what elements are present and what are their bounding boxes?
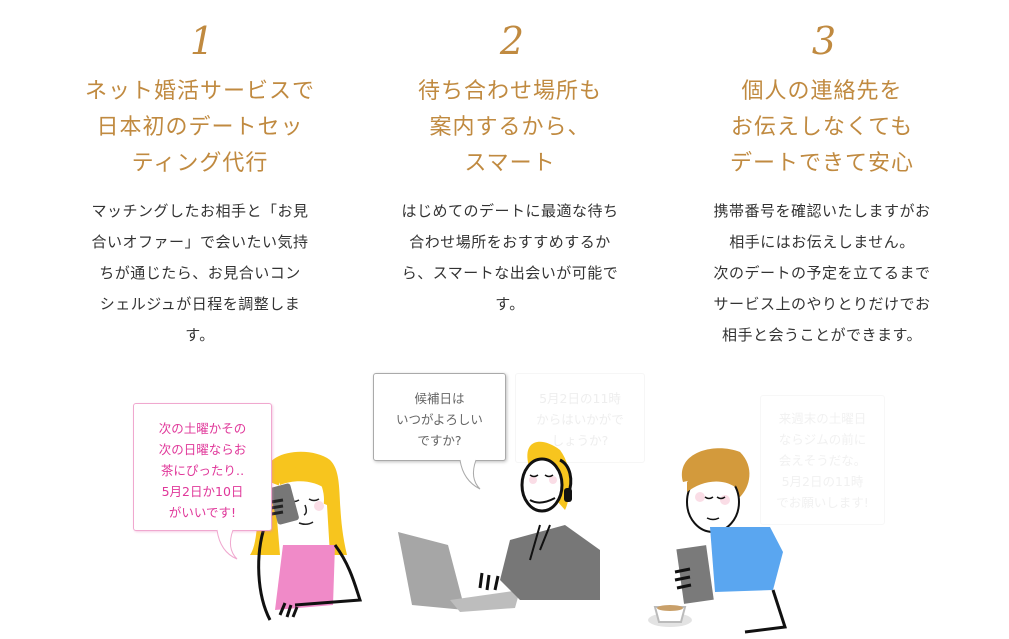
desc-line: ら、スマートな出会いが可能で [401, 264, 619, 282]
desc-line: す。 [185, 326, 215, 344]
bubble-line: からはいかがで [536, 412, 624, 427]
bubble-line: 5月2日の11時 [539, 391, 621, 406]
title-line: デートできて安心 [729, 151, 914, 176]
title-line: 案内するから、 [429, 115, 591, 140]
bubble-line: ならジムの前に [778, 432, 867, 447]
desc-line: 相手と会うことができます。 [721, 326, 922, 344]
desc-line: サービス上のやりとりだけでお [713, 295, 931, 313]
desc-line: 合わせ場所をおすすめするか [409, 233, 611, 251]
bubble-line: いつがよろしい [396, 412, 483, 427]
step-2: 2 待ち合わせ場所も 案内するから、 スマート はじめてのデートに最適な待ち 合… [360, 0, 660, 320]
step-number: 1 [189, 19, 214, 63]
desc-line: ちが通じたら、お見合いコン [99, 264, 301, 282]
desc-line: 相手にはお伝えしません。 [729, 233, 915, 251]
man-with-tablet-illustration [648, 448, 787, 634]
bubble-line: 5月2日か10日 [161, 484, 244, 499]
step-1: 1 ネット婚活サービスで 日本初のデートセッ ティング代行 マッチングしたお相手… [50, 0, 350, 351]
concierge-with-headset-illustration [398, 441, 600, 612]
bubble-line: がいいです! [168, 505, 237, 520]
bubble-line: 茶にぴったり‥ [160, 463, 245, 478]
title-line: スマート [464, 151, 556, 176]
title-line: 日本初のデートセッ [96, 115, 304, 140]
step-number: 2 [499, 19, 524, 63]
speech-bubble-woman: 次の土曜かその 次の日曜ならお 茶にぴったり‥ 5月2日か10日 がいいです! [133, 403, 272, 531]
bubble-line: 候補日は [414, 391, 465, 406]
bubble-line: 来週末の土曜日 [778, 411, 867, 426]
desc-line: マッチングしたお相手と「お見 [91, 202, 309, 220]
step-title: ネット婚活サービスで 日本初のデートセッ ティング代行 [50, 74, 350, 182]
bubble-line: 5月2日の11時 [781, 474, 864, 489]
desc-line: す。 [495, 295, 525, 313]
step-description: マッチングしたお相手と「お見 合いオファー」で会いたい気持 ちが通じたら、お見合… [50, 196, 350, 351]
bubble-line: 次の日曜ならお [158, 442, 247, 457]
desc-line: 携帯番号を確認いたしますがお [713, 202, 931, 220]
speech-bubble-tail [459, 459, 481, 490]
bubble-line: しょうか? [551, 433, 609, 448]
step-description: はじめてのデートに最適な待ち 合わせ場所をおすすめするか ら、スマートな出会いが… [360, 196, 660, 320]
title-line: 個人の連絡先を [741, 79, 903, 104]
faded-speech-bubble-man: 来週末の土曜日 ならジムの前に 会えそうだな。 5月2日の11時 でお願いします… [760, 395, 885, 525]
title-line: ティング代行 [131, 151, 269, 176]
bubble-line: 会えそうだな。 [778, 453, 867, 468]
bubble-line: 次の土曜かその [158, 421, 247, 436]
speech-bubble-concierge: 候補日は いつがよろしい ですか? [373, 373, 506, 461]
title-line: 待ち合わせ場所も [417, 79, 602, 104]
bubble-line: ですか? [417, 433, 462, 448]
title-line: お伝えしなくても [730, 115, 914, 140]
step-number: 3 [811, 19, 836, 63]
step-title: 待ち合わせ場所も 案内するから、 スマート [360, 74, 660, 182]
desc-line: 次のデートの予定を立てるまで [713, 264, 931, 282]
desc-line: 合いオファー」で会いたい気持 [91, 233, 309, 251]
step-3: 3 個人の連絡先を お伝えしなくても デートできて安心 携帯番号を確認いたします… [672, 0, 972, 351]
title-line: ネット婚活サービスで [84, 79, 315, 104]
bubble-line: でお願いします! [776, 495, 869, 510]
speech-bubble-tail [216, 529, 238, 560]
desc-line: はじめてのデートに最適な待ち [401, 202, 619, 220]
step-description: 携帯番号を確認いたしますがお 相手にはお伝えしません。 次のデートの予定を立てる… [672, 196, 972, 351]
desc-line: シェルジュが日程を調整しま [99, 295, 301, 313]
step-title: 個人の連絡先を お伝えしなくても デートできて安心 [672, 74, 972, 182]
